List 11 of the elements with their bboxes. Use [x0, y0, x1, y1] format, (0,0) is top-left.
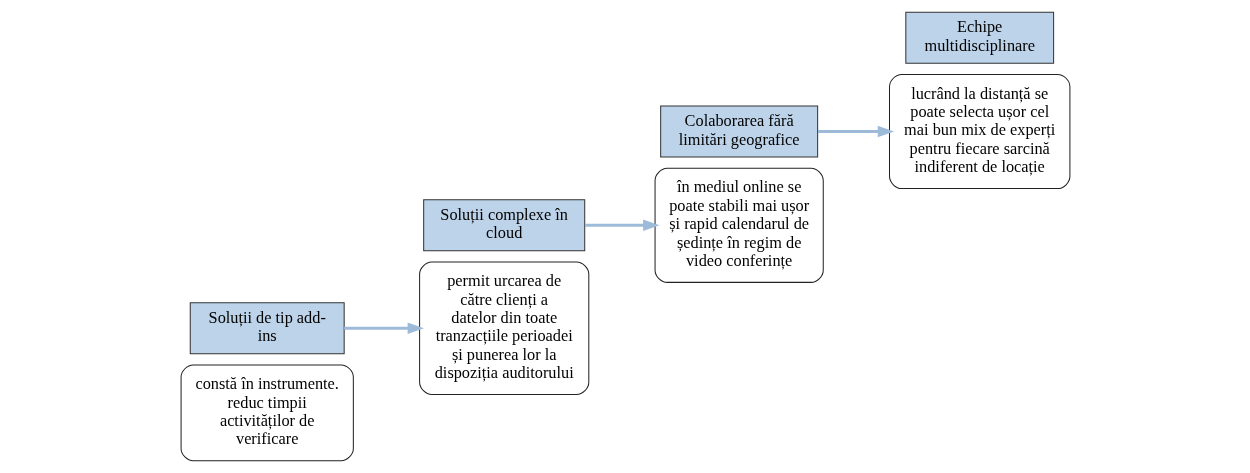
node-box: lucrând la distanță se poate selecta ușor cel mai bun mix de experți pentru fiecare sarcină indiferent de locație [888, 73, 1070, 190]
node-box: Echipe multidisciplinare [904, 11, 1054, 64]
arrow [584, 219, 659, 231]
arrow [343, 322, 424, 334]
arrow [817, 125, 894, 138]
node-box: permit urcarea de către clienți a datelor din toate tranzacțiile perioadei și punerea lor la dispoziția auditorului [418, 261, 589, 395]
node-box: în mediul online se poate stabili mai ușor și rapid calendarul de ședințe în regim de video conferințe [654, 167, 824, 283]
node-box: constă în instrumente. reduc timpii activităților de verificare [180, 364, 354, 462]
node-box: Soluții de tip add-ins [189, 302, 345, 355]
node-box: Soluții complexe în cloud [422, 199, 585, 252]
node-box: Colaborarea fără limitări geografice [659, 105, 818, 158]
